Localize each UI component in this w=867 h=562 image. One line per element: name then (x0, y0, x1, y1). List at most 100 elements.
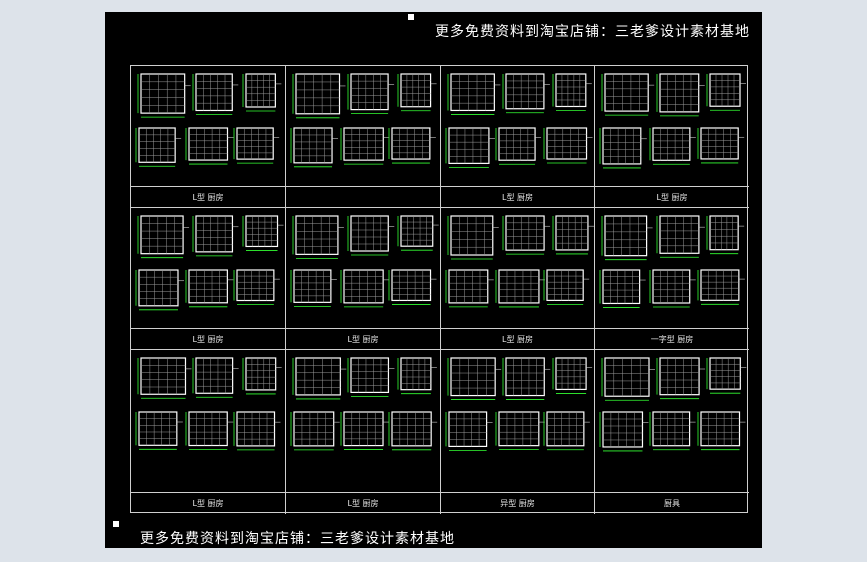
caption-divider (595, 328, 749, 329)
plan-block (388, 411, 438, 451)
plan-block (649, 411, 696, 451)
drawing-cell[interactable]: 异型 厨房 (441, 350, 595, 514)
plan-block (397, 73, 437, 112)
plan-block (233, 269, 280, 305)
plan-sketches (599, 357, 747, 452)
plan-block (445, 269, 494, 308)
drawing-cell[interactable]: L型 厨房 (286, 208, 441, 350)
plan-block (495, 411, 545, 451)
plan-sketches (290, 357, 438, 451)
plan-block (185, 411, 234, 450)
drawing-cell[interactable] (286, 66, 441, 208)
plan-block (347, 215, 395, 256)
plan-block (192, 357, 239, 398)
plan-block (656, 357, 706, 400)
plan-sketches (135, 73, 282, 167)
plan-block (397, 357, 437, 395)
plan-sketches (290, 215, 439, 308)
cell-caption: L型 厨房 (192, 193, 224, 202)
caption-divider (595, 492, 749, 493)
caption-divider (286, 492, 440, 493)
plan-block (543, 411, 590, 451)
plan-sketches (135, 215, 284, 311)
plan-block (552, 357, 593, 394)
drawing-cell[interactable]: L型 厨房 (131, 350, 286, 514)
plan-sketches (445, 215, 594, 308)
plan-block (292, 73, 346, 119)
plan-block (601, 215, 653, 261)
drawing-cell[interactable]: L型 厨房 (131, 208, 286, 350)
plan-block (137, 73, 191, 118)
plan-block (242, 357, 282, 395)
drawing-cell[interactable]: L型 厨房 (441, 66, 595, 208)
plan-block (495, 127, 542, 165)
plan-block (137, 357, 192, 399)
plan-sketches (599, 73, 747, 169)
plan-block (601, 73, 655, 116)
plan-block (242, 73, 282, 112)
plan-block (292, 215, 344, 259)
plan-block (552, 73, 592, 111)
top-banner-text: 更多免费资料到淘宝店铺：三老爹设计素材基地 (435, 24, 750, 40)
plan-block (552, 215, 594, 255)
cell-caption: L型 厨房 (502, 335, 533, 344)
caption-divider (441, 328, 594, 329)
plan-block (290, 269, 337, 307)
plan-block (347, 73, 395, 115)
plan-block (447, 357, 502, 400)
plan-sketches (290, 73, 437, 168)
bottom-marker (113, 521, 119, 527)
plan-block (599, 127, 647, 169)
plan-block (233, 127, 280, 164)
plan-block (135, 269, 184, 311)
plan-block (599, 411, 649, 452)
drawing-cell[interactable]: L型 厨房 (286, 350, 441, 514)
cell-caption: 异型 厨房 (500, 499, 535, 508)
caption-divider (595, 186, 749, 187)
plan-block (445, 127, 495, 168)
plan-block (192, 73, 239, 115)
plan-block (543, 269, 590, 305)
plan-block (135, 127, 182, 167)
plan-block (340, 127, 390, 165)
plan-block (649, 269, 696, 308)
caption-divider (441, 186, 594, 187)
plan-block (656, 215, 705, 258)
cell-caption: L型 厨房 (502, 193, 533, 202)
drawing-cell[interactable]: 厨具 (595, 350, 749, 514)
bottom-banner-text: 更多免费资料到淘宝店铺：三老爹设计素材基地 (140, 531, 455, 547)
plan-block (706, 357, 747, 394)
cell-caption: L型 厨房 (347, 335, 379, 344)
plan-block (185, 269, 234, 308)
plan-block (290, 411, 340, 451)
plan-block (233, 411, 281, 451)
drawing-cell[interactable]: L型 厨房 (131, 66, 286, 208)
plan-sketches (445, 357, 593, 451)
plan-block (388, 127, 436, 164)
plan-block (706, 73, 747, 111)
plan-block (397, 215, 439, 251)
plan-sketches (135, 357, 282, 451)
plan-block (495, 269, 545, 308)
caption-divider (286, 186, 440, 187)
drawing-cell[interactable]: 一字型 厨房 (595, 208, 749, 350)
plan-sketches (599, 215, 745, 308)
plan-block (192, 215, 239, 257)
cell-caption: L型 厨房 (192, 499, 224, 508)
plan-block (447, 73, 501, 115)
plan-sketches (445, 73, 593, 168)
plan-block (502, 73, 550, 114)
drawing-cell[interactable]: L型 厨房 (595, 66, 749, 208)
top-marker (408, 14, 414, 20)
plan-block (137, 215, 190, 259)
plan-block (347, 357, 395, 397)
plan-block (697, 269, 745, 305)
plan-block (185, 127, 234, 165)
plan-block (340, 269, 390, 308)
plan-block (290, 127, 339, 168)
plan-block (502, 357, 551, 400)
drawing-cell[interactable]: L型 厨房 (441, 208, 595, 350)
caption-divider (441, 492, 594, 493)
plan-block (135, 411, 183, 450)
